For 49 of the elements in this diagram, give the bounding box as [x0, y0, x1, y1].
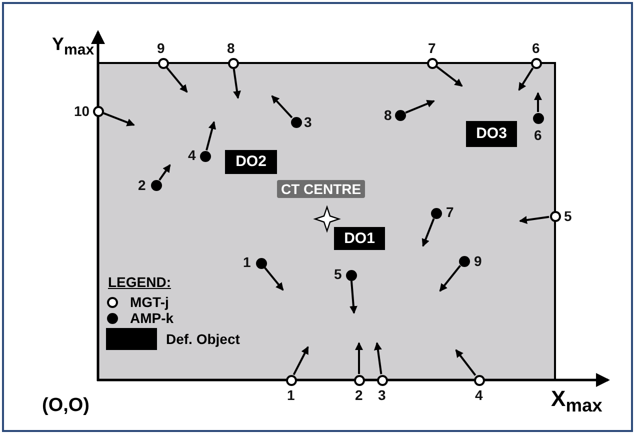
- point-number: 9: [474, 254, 482, 268]
- arrow: [439, 265, 462, 292]
- point-number: 7: [428, 41, 436, 55]
- legend-text: Def. Object: [166, 331, 240, 347]
- point-number: 3: [378, 388, 386, 402]
- axis-label: Y$_{max}$: [52, 34, 94, 59]
- arrow: [455, 349, 476, 376]
- arrow: [349, 280, 358, 314]
- defined-object-box: DO2: [225, 150, 277, 174]
- arrow: [206, 121, 216, 150]
- arrow: [292, 346, 309, 376]
- point-number: 1: [243, 255, 251, 269]
- point-number: 1: [287, 388, 295, 402]
- arrow: [166, 66, 188, 93]
- point-number: 4: [188, 148, 196, 162]
- defined-object-box: DO1: [334, 227, 385, 250]
- arrow: [271, 95, 293, 118]
- arrow: [534, 92, 542, 112]
- point-number: 4: [475, 388, 483, 402]
- centre-label: CT CENTRE: [277, 180, 366, 198]
- legend-text: AMP-k: [130, 310, 174, 326]
- arrow: [405, 100, 435, 114]
- arrow: [103, 112, 135, 126]
- point-number: 5: [564, 209, 572, 223]
- arrow: [374, 342, 382, 374]
- arrow: [158, 164, 171, 181]
- point-number: 10: [74, 104, 90, 118]
- arrow: [264, 267, 284, 291]
- point-number: 6: [534, 128, 542, 142]
- point-number: 2: [355, 388, 363, 402]
- arrow: [422, 218, 435, 247]
- axis-label: X$_{max}$: [551, 386, 602, 416]
- arrow: [232, 68, 241, 99]
- origin-label: (O,O): [42, 395, 90, 417]
- arrow: [355, 342, 363, 374]
- point-number: 6: [532, 41, 540, 55]
- point-number: 3: [304, 115, 312, 129]
- point-number: 9: [157, 41, 165, 55]
- legend-text: MGT-j: [130, 294, 169, 310]
- legend-heading: LEGEND:: [108, 274, 171, 290]
- arrow: [436, 66, 463, 87]
- point-number: 7: [446, 205, 454, 219]
- point-number: 5: [334, 267, 342, 281]
- point-number: 8: [384, 108, 392, 122]
- point-number: 2: [138, 178, 146, 192]
- defined-object-box: DO3: [466, 121, 517, 147]
- point-number: 8: [227, 41, 235, 55]
- arrow: [518, 68, 534, 91]
- arrow: [519, 216, 550, 224]
